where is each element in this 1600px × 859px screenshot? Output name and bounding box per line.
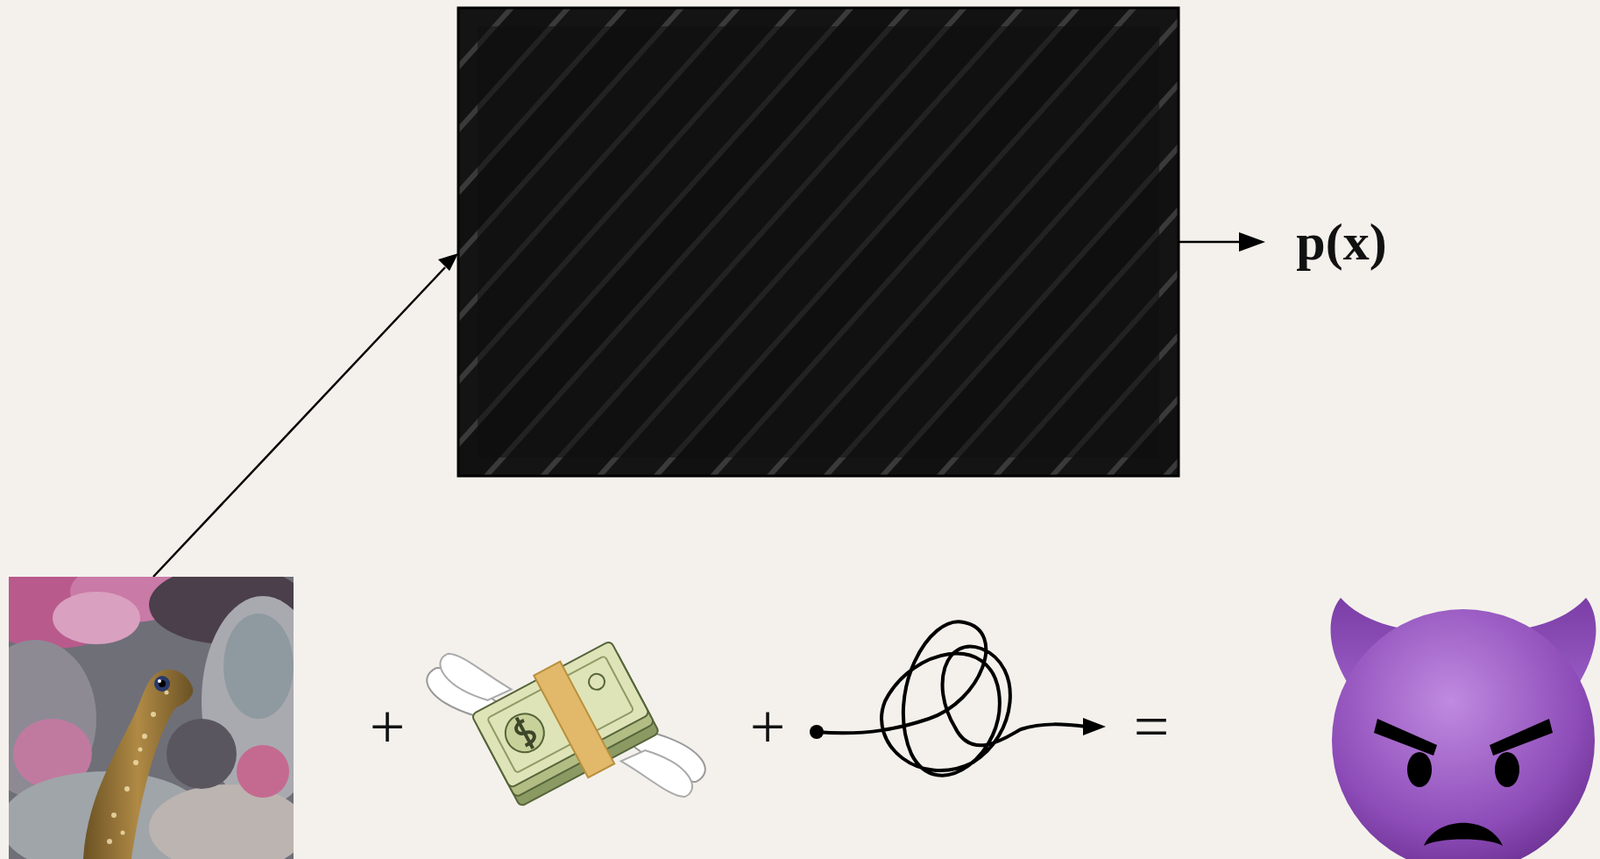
money-with-wings (418, 571, 714, 859)
equals-sign: = (1133, 694, 1170, 758)
output-arrow (1178, 232, 1266, 252)
eel-photo (8, 576, 294, 859)
formula-label: p(x) (1295, 215, 1387, 269)
tangled-path (809, 621, 1106, 775)
angry-devil-emoji (1330, 597, 1597, 859)
black-box (6, 0, 1600, 859)
plus-sign: + (750, 694, 786, 758)
input-arrow (153, 253, 459, 577)
plus-sign: + (369, 694, 406, 758)
